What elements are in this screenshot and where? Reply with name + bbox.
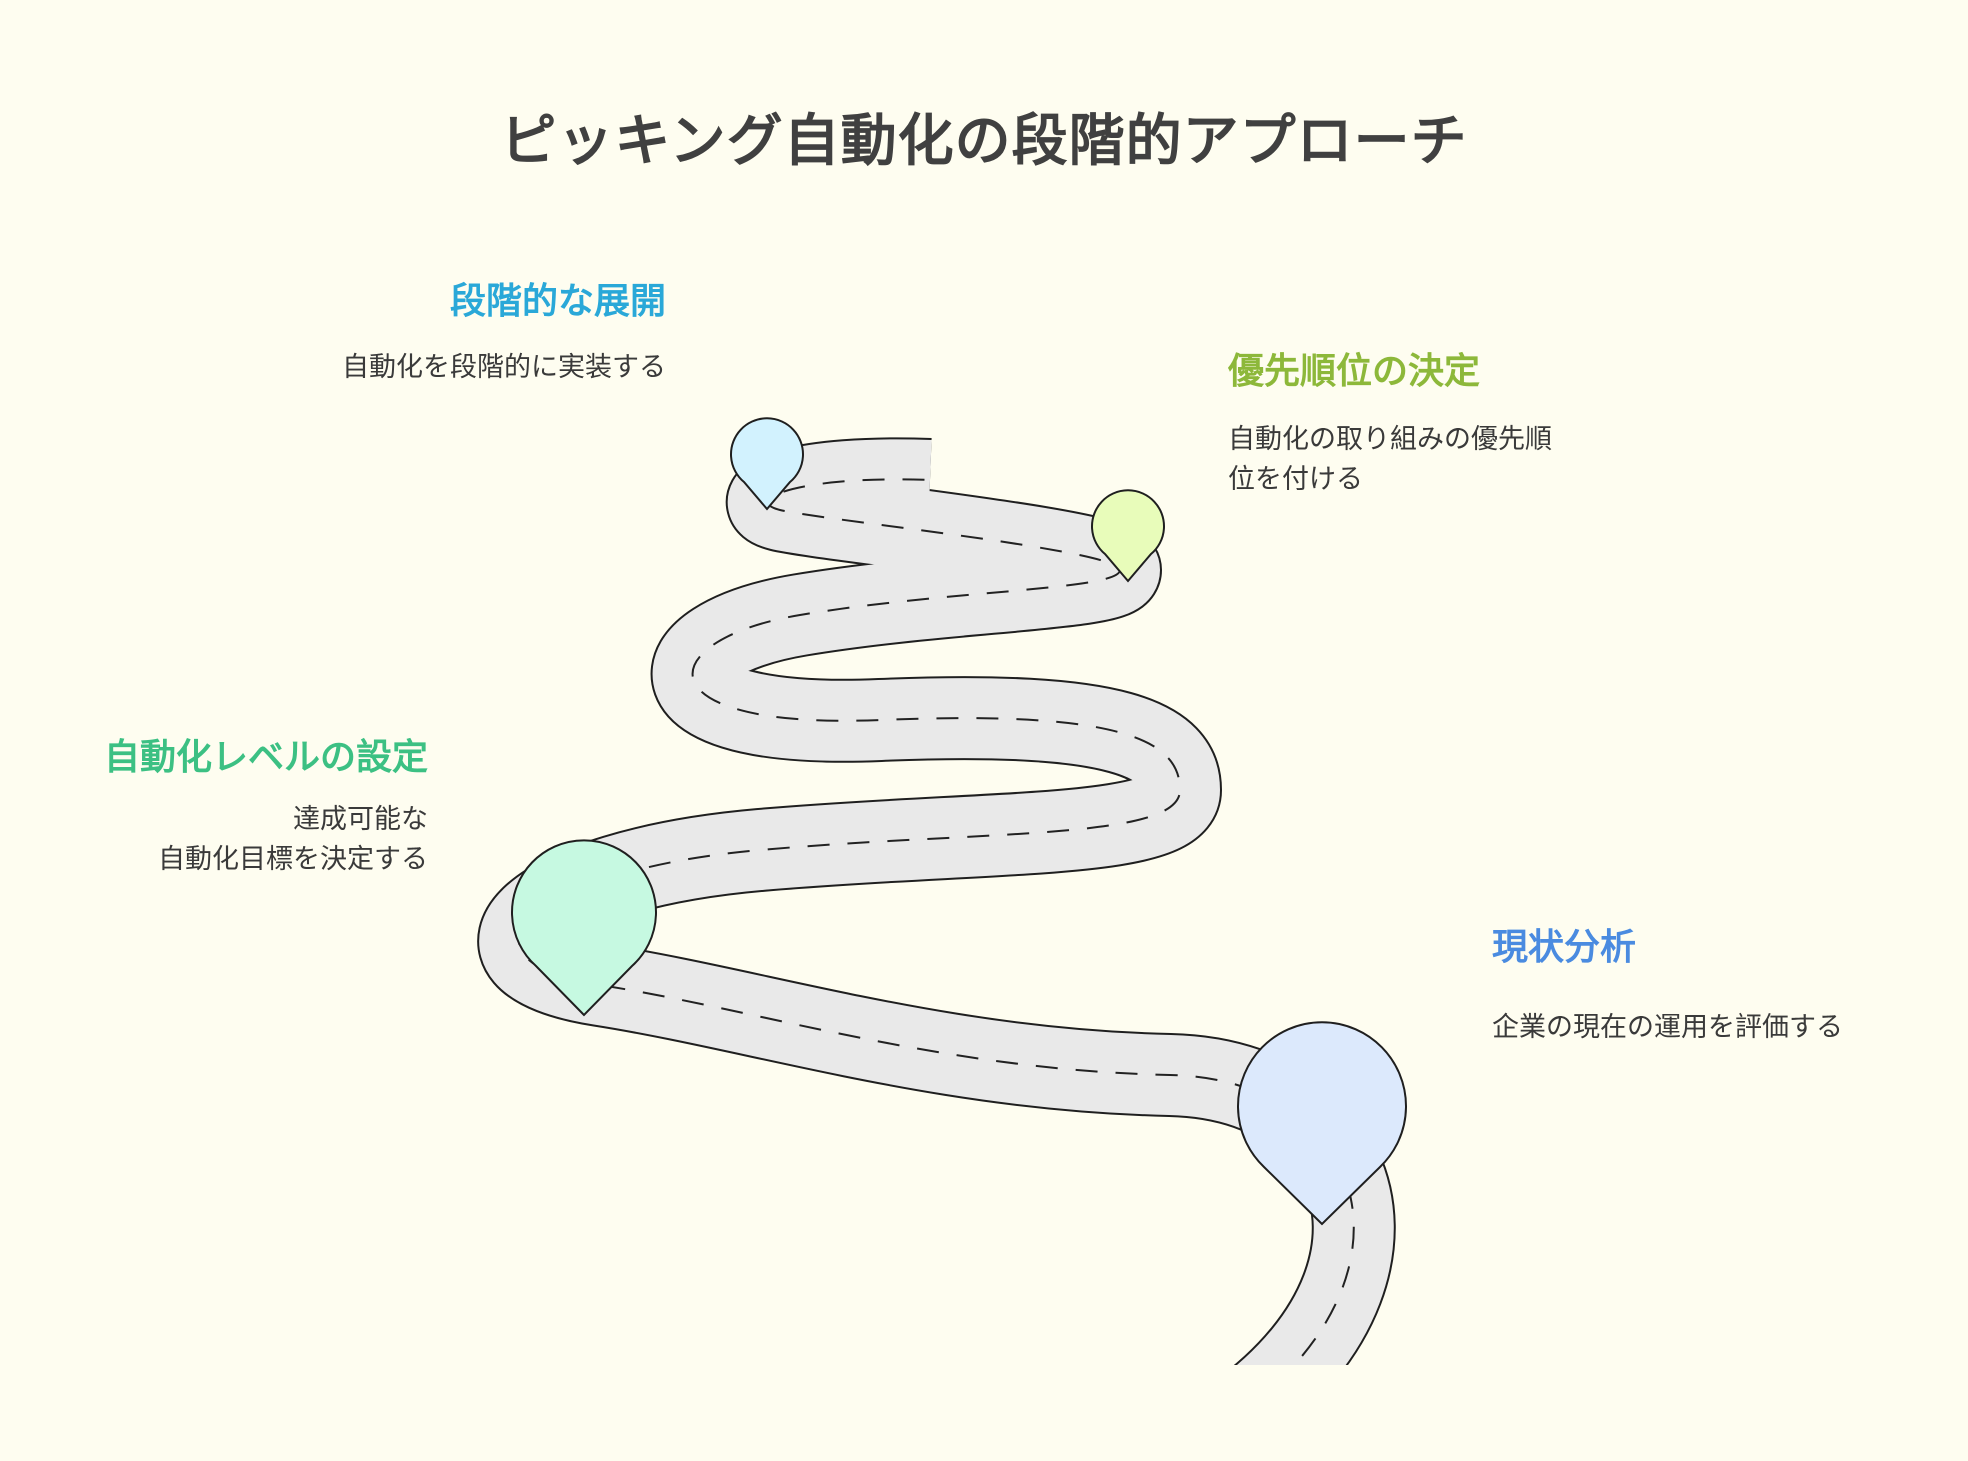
step-automation-level-description-line: 自動化目標を決定する	[158, 844, 428, 875]
road-clip-bottom	[0, 1365, 1968, 1461]
step-priority-description-line: 位を付ける	[1228, 464, 1363, 495]
step-priority-heading: 優先順位の決定	[1228, 351, 1481, 392]
step-priority-description: 自動化の取り組みの優先順 位を付ける	[1228, 420, 1552, 500]
step-automation-level-heading: 自動化レベルの設定	[103, 737, 428, 778]
marker-pin-1	[1237, 1021, 1407, 1226]
step-priority-description-line: 自動化の取り組みの優先順	[1228, 424, 1552, 455]
marker-pin-4	[730, 417, 804, 511]
page-title: ピッキング自動化の段階的アプローチ	[500, 109, 1468, 174]
road-centerline	[518, 478, 1355, 1461]
step-automation-level-description: 達成可能な 自動化目標を決定する	[104, 800, 428, 880]
step-rollout-description: 自動化を段階的に実装する	[342, 352, 666, 383]
location-markers	[511, 417, 1407, 1226]
step-priority: 優先順位の決定 自動化の取り組みの優先順 位を付ける	[1228, 342, 1552, 500]
marker-pin-2	[511, 839, 657, 1017]
step-rollout-heading: 段階的な展開	[449, 281, 666, 322]
marker-pin-3	[1091, 489, 1165, 583]
step-analysis-description: 企業の現在の運用を評価する	[1492, 1012, 1843, 1043]
step-automation-level: 自動化レベルの設定 達成可能な 自動化目標を決定する	[104, 728, 428, 880]
road-surface	[479, 439, 1394, 1461]
step-analysis-heading: 現状分析	[1492, 927, 1637, 968]
step-automation-level-description-line: 達成可能な	[293, 804, 428, 835]
road	[0, 437, 1968, 1461]
step-rollout: 段階的な展開 自動化を段階的に実装する	[342, 272, 666, 388]
step-analysis: 現状分析 企業の現在の運用を評価する	[1492, 918, 1843, 1048]
